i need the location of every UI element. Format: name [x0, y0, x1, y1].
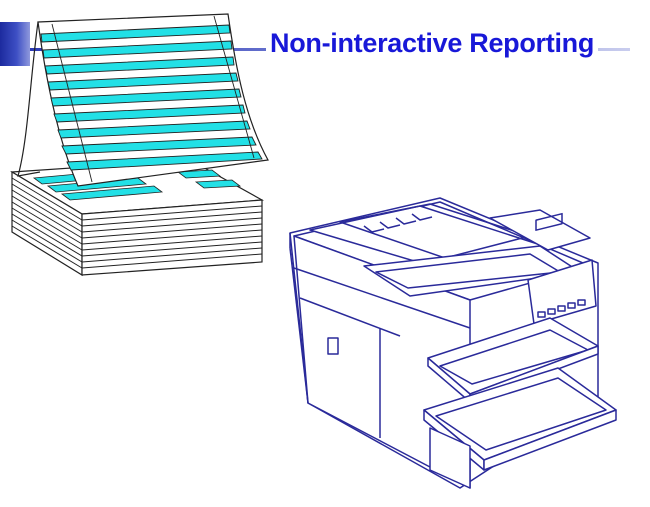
- slide-title: Non-interactive Reporting: [266, 28, 599, 59]
- left-accent-bar: [0, 22, 30, 66]
- fanfold-paper-icon: [10, 13, 269, 277]
- laser-printer-icon: [289, 197, 617, 489]
